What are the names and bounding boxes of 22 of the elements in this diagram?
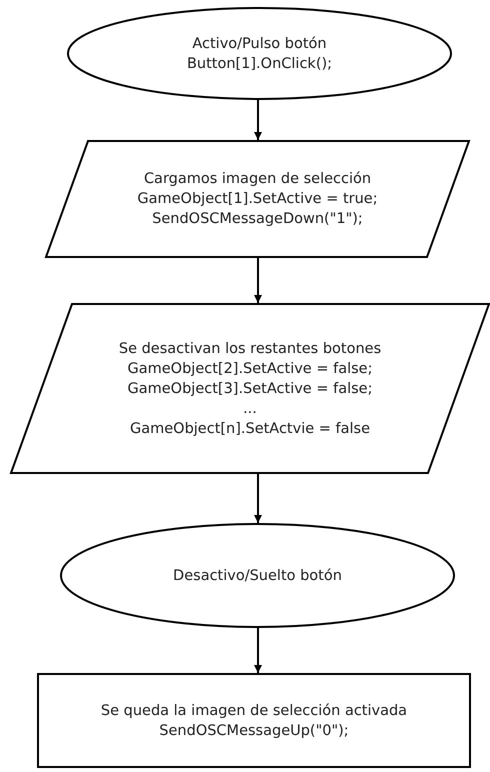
event-ellipse [60,523,455,628]
code-line: SendOSCMessageUp("0"); [159,722,349,740]
node-heading: Cargamos imagen de selección [144,170,372,189]
process-box [37,673,471,768]
arrow [254,258,262,303]
input-parallelogram [45,140,470,258]
code-line: ... [243,400,257,418]
arrow [254,474,262,523]
code-line: GameObject[n].SetActvie = false [130,420,370,438]
code-line: GameObject[1].SetActive = true; [137,190,378,209]
input-parallelogram [10,303,490,474]
code-line: SendOSCMessageDown("1"); [152,210,363,229]
arrow [254,100,262,140]
start-ellipse [67,7,452,100]
code-line: GameObject[3].SetActive = false; [128,380,372,398]
code-line: GameObject[2].SetActive = false; [128,360,372,378]
node-heading: Desactivo/Suelto botón [173,566,342,586]
node-heading: Activo/Pulso botón [192,34,327,54]
arrow [254,628,262,673]
code-line: Button[1].OnClick(); [186,54,332,74]
node-heading: Se desactivan los restantes botones [118,340,382,358]
node-heading: Se queda la imagen de selección activada [100,702,408,720]
